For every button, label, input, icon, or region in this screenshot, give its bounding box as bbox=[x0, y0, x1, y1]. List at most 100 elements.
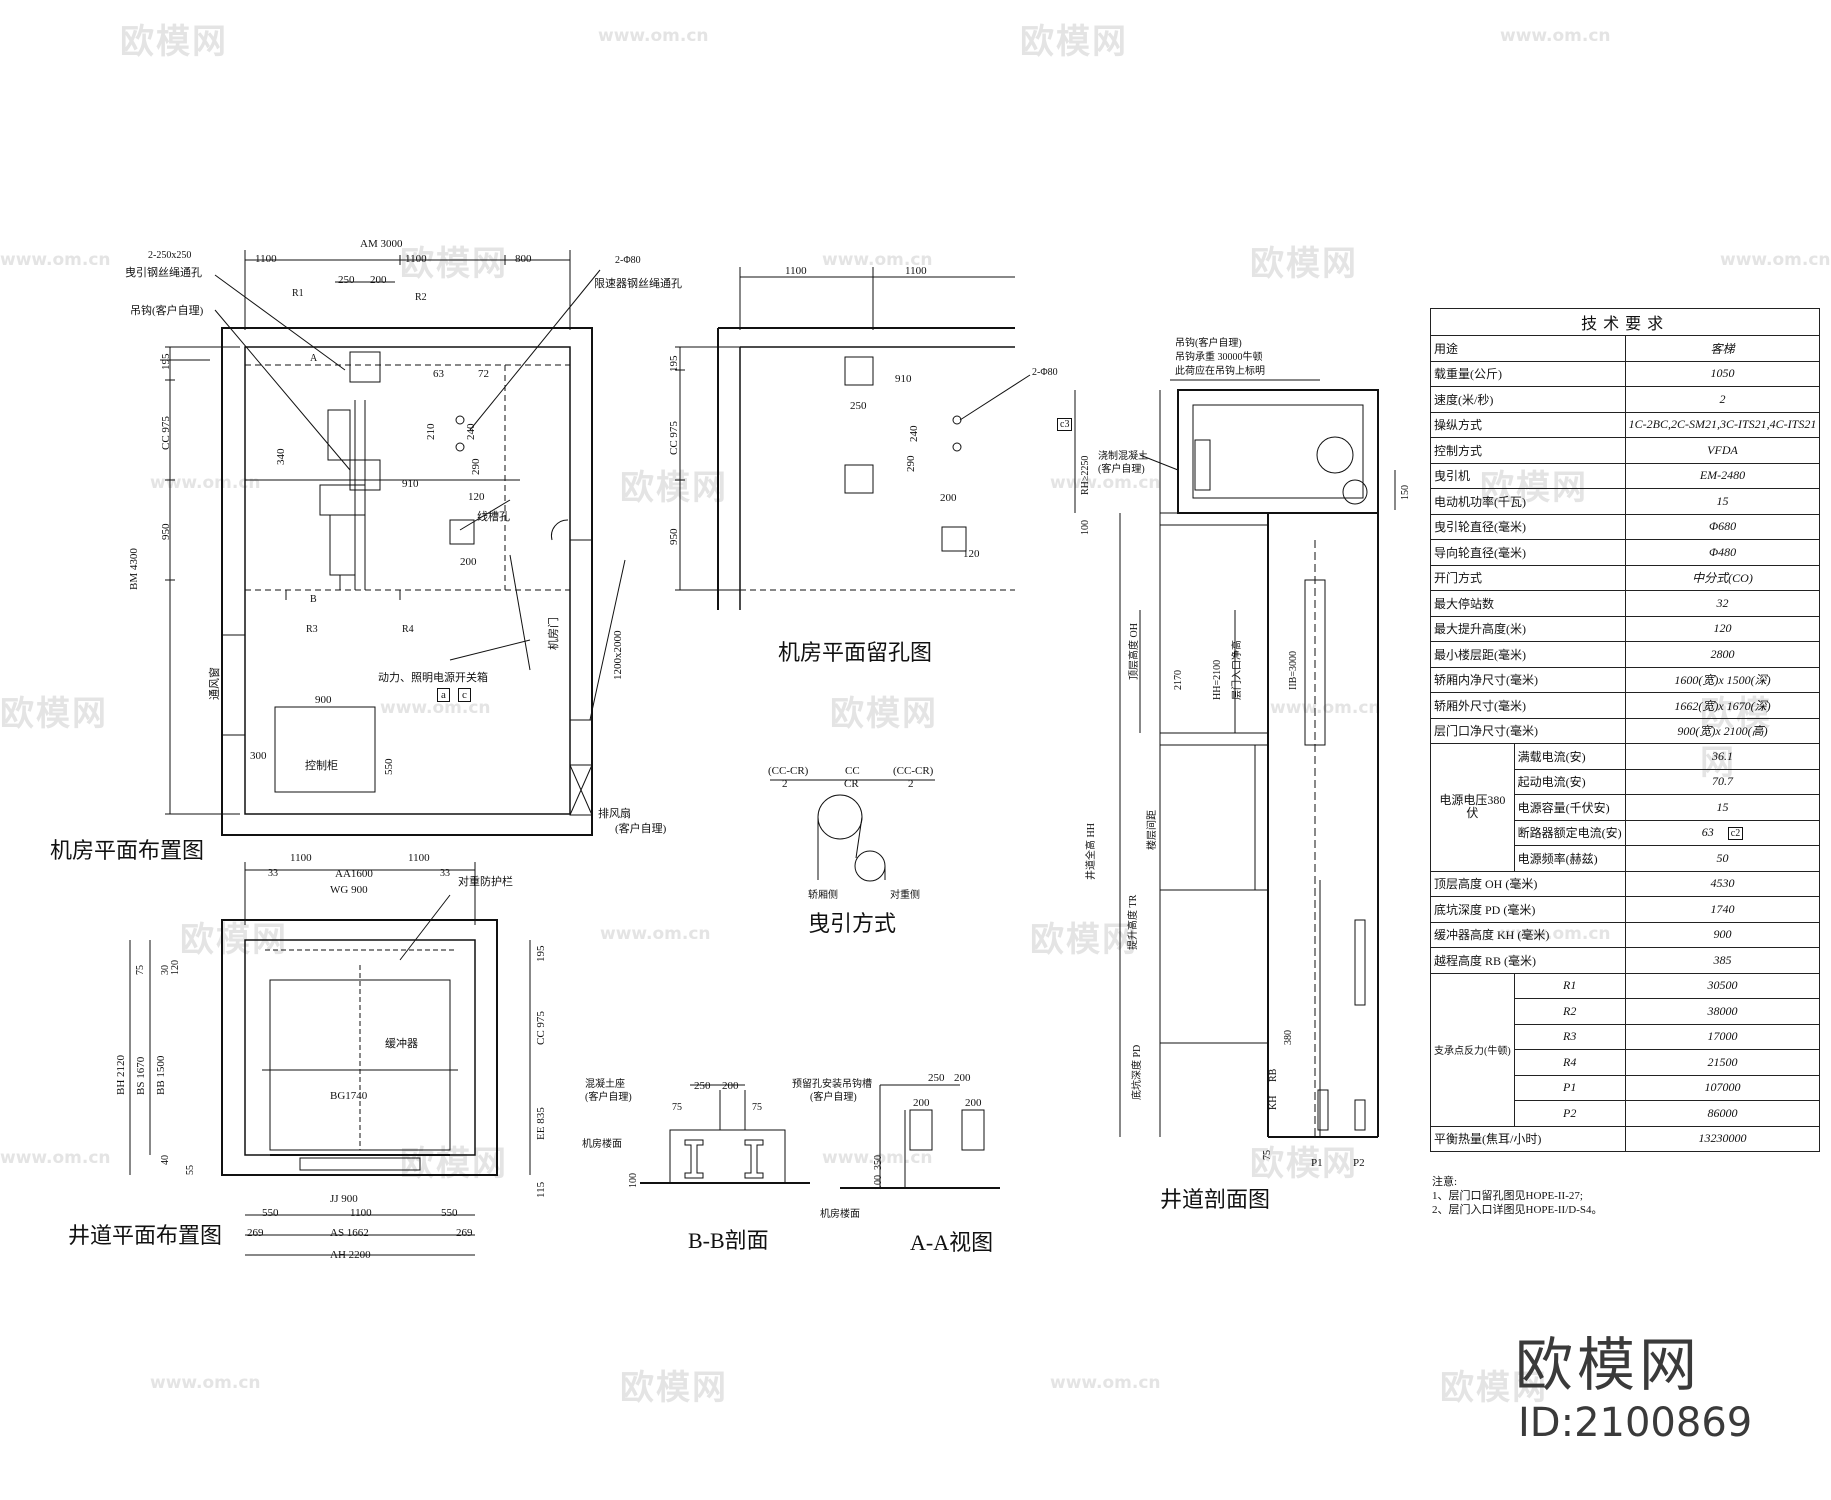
watermark-url: www.om.cn bbox=[150, 473, 261, 493]
label: R4 bbox=[402, 624, 414, 635]
spec-value: 385 bbox=[1624, 947, 1821, 974]
spec-value: Φ680 bbox=[1624, 513, 1821, 540]
footer-id: ID:2100869 bbox=[1518, 1400, 1753, 1446]
label: 2 bbox=[908, 778, 914, 790]
dim: 550 bbox=[262, 1207, 279, 1219]
dim: 200 bbox=[965, 1097, 982, 1109]
spec-value: 30500 bbox=[1624, 972, 1821, 999]
dim-ee: EE 835 bbox=[535, 1107, 547, 1140]
label: 机房楼面 bbox=[820, 1209, 860, 1220]
label: 吊钩(客户自理) bbox=[1175, 338, 1242, 349]
spec-label: 层门口净尺寸(毫米) bbox=[1430, 717, 1626, 744]
spec-label: 控制方式 bbox=[1430, 437, 1626, 464]
dim: 200 bbox=[954, 1072, 971, 1084]
dim-hole: 2-Φ80 bbox=[615, 255, 641, 266]
label: (客户自理) bbox=[585, 1092, 632, 1103]
label: (CC-CR) bbox=[768, 765, 809, 777]
dim: 2170 bbox=[1173, 670, 1184, 690]
dim: 290 bbox=[905, 455, 917, 473]
label: KH bbox=[1268, 1095, 1279, 1110]
dim: 1100 bbox=[405, 253, 427, 265]
spec-row: 速度(米/秒)2 bbox=[1430, 386, 1821, 413]
dim-bh: BH 2120 bbox=[115, 1054, 127, 1095]
dim: 150 bbox=[1400, 485, 1411, 500]
spec-label: 开门方式 bbox=[1430, 564, 1626, 591]
dim: 800 bbox=[515, 253, 532, 265]
dim-ah: AH 2200 bbox=[330, 1249, 371, 1261]
dim-door: 1200x2000 bbox=[612, 630, 624, 681]
spec-value: 900 bbox=[1624, 921, 1821, 948]
spec-label: 断路器额定电流(安) bbox=[1513, 819, 1626, 846]
spec-value: 21500 bbox=[1624, 1049, 1821, 1076]
spec-row: 用途客梯 bbox=[1430, 335, 1821, 362]
spec-label: 曳引机 bbox=[1430, 462, 1626, 489]
machine-room-outline bbox=[160, 250, 625, 835]
dim-bs: BS 1670 bbox=[135, 1056, 147, 1095]
spec-group-label: 电源电压380伏 bbox=[1430, 743, 1515, 872]
spec-row: 顶层高度 OH (毫米)4530 bbox=[1430, 870, 1821, 897]
label: 曳引钢丝绳通孔 bbox=[125, 267, 202, 279]
label: c bbox=[458, 688, 471, 702]
hoistway-section-title: 井道剖面图 bbox=[1160, 1187, 1271, 1212]
watermark-url: www.om.cn bbox=[600, 924, 711, 944]
dim: 550 bbox=[441, 1207, 458, 1219]
spec-label: 曳引轮直径(毫米) bbox=[1430, 513, 1626, 540]
label: c3 bbox=[1057, 418, 1073, 431]
label: 对重侧 bbox=[890, 890, 920, 901]
note-line: 注意: bbox=[1432, 1176, 1458, 1188]
note-line: 2、层门入口详图见HOPE-II/D-S4。 bbox=[1432, 1204, 1603, 1216]
dim-hole: 2-Φ80 bbox=[1032, 367, 1058, 378]
dim-rh: RH≥2250 bbox=[1080, 455, 1091, 495]
spec-value: 中分式(CO) bbox=[1624, 564, 1821, 591]
spec-label: 电动机功率(千瓦) bbox=[1430, 488, 1626, 515]
spec-label: 平衡热量(焦耳/小时) bbox=[1430, 1125, 1626, 1152]
spec-label: 电源频率(赫兹) bbox=[1513, 845, 1626, 872]
spec-value: 120 bbox=[1624, 615, 1821, 642]
dim: 75 bbox=[672, 1102, 682, 1113]
dim: 200 bbox=[460, 556, 477, 568]
label: 限速器钢丝绳通孔 bbox=[594, 278, 682, 290]
spec-value: 1050 bbox=[1624, 360, 1821, 387]
holes-outline bbox=[675, 267, 1030, 610]
label: 提升高度 TR bbox=[1128, 894, 1139, 950]
spec-value: 15 bbox=[1624, 488, 1821, 515]
spec-row: 最小楼层距(毫米)2800 bbox=[1430, 641, 1821, 668]
label: 控制柜 bbox=[305, 760, 338, 772]
spec-label: R4 bbox=[1513, 1049, 1626, 1076]
spec-row: 导向轮直径(毫米)Φ480 bbox=[1430, 539, 1821, 566]
dim: 120 bbox=[963, 548, 980, 560]
spec-label: 操纵方式 bbox=[1430, 411, 1626, 438]
dim: 380 bbox=[1283, 1030, 1294, 1045]
dim: 200 bbox=[370, 274, 387, 286]
dim: 250 bbox=[850, 400, 867, 412]
label: 混凝土座 bbox=[585, 1079, 625, 1090]
spec-value: 1C-2BC,2C-SM21,3C-ITS21,4C-ITS21 bbox=[1624, 411, 1821, 438]
watermark-url: www.om.cn bbox=[380, 698, 491, 718]
dim: 269 bbox=[456, 1227, 473, 1239]
note-line: 1、层门口留孔图见HOPE-II-27; bbox=[1432, 1190, 1583, 1202]
spec-label: 底坑深度 PD (毫米) bbox=[1430, 896, 1626, 923]
label: 层门入口净高 bbox=[1232, 640, 1243, 700]
label: 楼层间距 bbox=[1147, 810, 1158, 850]
spec-value: 107000 bbox=[1624, 1074, 1821, 1101]
label: 井道全高 HH bbox=[1086, 823, 1097, 880]
label: R1 bbox=[292, 288, 304, 299]
dim: 300 bbox=[250, 750, 267, 762]
dim-bb: BB 1500 bbox=[155, 1055, 167, 1095]
dim: 250 bbox=[338, 274, 355, 286]
spec-value: Φ480 bbox=[1624, 539, 1821, 566]
spec-label: 轿厢内净尺寸(毫米) bbox=[1430, 666, 1626, 693]
dim: 100 bbox=[628, 1173, 639, 1188]
watermark-url: www.om.cn bbox=[0, 1148, 111, 1168]
spec-value: 36.1 bbox=[1624, 743, 1821, 770]
dim-bg: BG1740 bbox=[330, 1090, 368, 1102]
spec-value: 2800 bbox=[1624, 641, 1821, 668]
label: 通风窗 bbox=[209, 667, 221, 700]
label: 排风扇 bbox=[598, 808, 631, 820]
spec-row: 最大提升高度(米)120 bbox=[1430, 615, 1821, 642]
dim-iib: IIB=3000 bbox=[1288, 651, 1299, 690]
dim: 290 bbox=[470, 458, 482, 476]
spec-label: 用途 bbox=[1430, 335, 1626, 362]
dim: 75 bbox=[752, 1102, 762, 1113]
watermark-brand: 欧模网 bbox=[620, 468, 728, 508]
